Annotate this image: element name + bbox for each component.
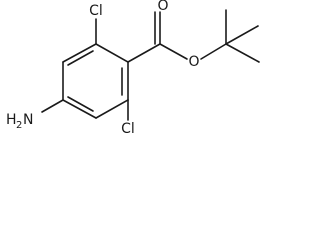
ring-bond-c1-c2: [95, 43, 129, 63]
chlorine-bottom-label: Cl: [121, 121, 135, 137]
chlorine-top-label: Cl: [89, 3, 103, 19]
bond-ring-carbonyl: [127, 43, 161, 63]
benzene-ring: [62, 43, 129, 119]
ring-bond-c6-c1-inner: [67, 50, 94, 66]
carbonyl-oxygen-label: O: [157, 0, 168, 14]
ring-bond-c4-c5-inner: [67, 96, 94, 112]
bond-ester-o-tbutyl: [200, 43, 227, 60]
amine-n-label: N: [23, 112, 33, 128]
amine-h-count-label: 2: [16, 120, 22, 131]
bond-carbonyl-ester-o: [159, 43, 188, 60]
amine-h-label: H: [6, 112, 17, 128]
ring-bond-c4-c5: [62, 99, 97, 119]
ester-oxygen-label: O: [188, 54, 199, 70]
ring-bond-c3-c4: [95, 99, 129, 119]
ring-bond-c6-c1: [62, 43, 97, 63]
structure-canvas: Cl Cl O O H 2 N: [0, 0, 270, 140]
bond-tbutyl-methyl-upright: [225, 25, 259, 45]
molecule-structure: Cl Cl O O H 2 N: [6, 0, 260, 137]
bond-ring-amine: [41, 99, 64, 113]
bond-tbutyl-methyl-right: [225, 43, 260, 63]
